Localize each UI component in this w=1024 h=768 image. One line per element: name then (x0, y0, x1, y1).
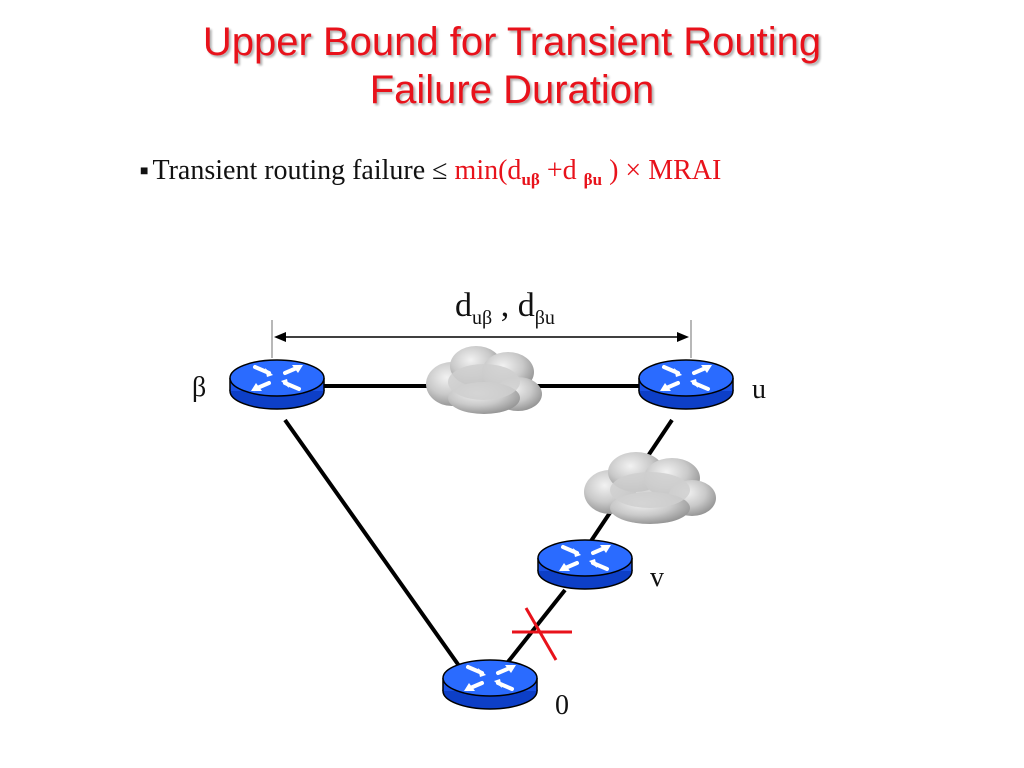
router-icon-beta (228, 358, 326, 411)
cloud-icon (584, 452, 716, 524)
node-label-beta: β (192, 372, 207, 403)
formula: min(duβ +d βu ) × MRAI (454, 155, 722, 189)
distance-sep: , d (492, 287, 535, 324)
formula-tail: ) × MRAI (602, 155, 722, 186)
formula-plus: +d (539, 155, 584, 186)
link-beta-zero (283, 418, 464, 672)
formula-sub-beta-u: βu (583, 170, 603, 189)
distance-label: duβ , dβu (455, 287, 555, 330)
bullet-text: Transient routing failure ≤ (152, 155, 455, 186)
node-label-zero: 0 (555, 690, 569, 721)
distance-d1-sub: uβ (472, 307, 493, 329)
link-failure-icon (512, 607, 572, 661)
formula-sub-u-beta: uβ (521, 170, 540, 189)
slide-title: Upper Bound for Transient Routing Failur… (0, 18, 1024, 114)
title-line-2: Failure Duration (369, 68, 655, 112)
distance-d2-sub: βu (534, 307, 555, 329)
router-icon-v (536, 538, 634, 591)
distance-indicator (271, 320, 692, 358)
bullet-point: ■Transient routing failure ≤ min(duβ +d … (140, 155, 721, 190)
formula-min: min(d (454, 155, 522, 186)
distance-d1: d (455, 287, 472, 324)
node-label-v: v (650, 562, 664, 593)
bullet-marker: ■ (140, 164, 149, 179)
router-icon-u (637, 358, 735, 411)
node-label-u: u (752, 374, 766, 405)
title-line-1: Upper Bound for Transient Routing (202, 20, 822, 64)
router-icon-zero (441, 658, 539, 711)
cloud-icon (426, 346, 542, 414)
